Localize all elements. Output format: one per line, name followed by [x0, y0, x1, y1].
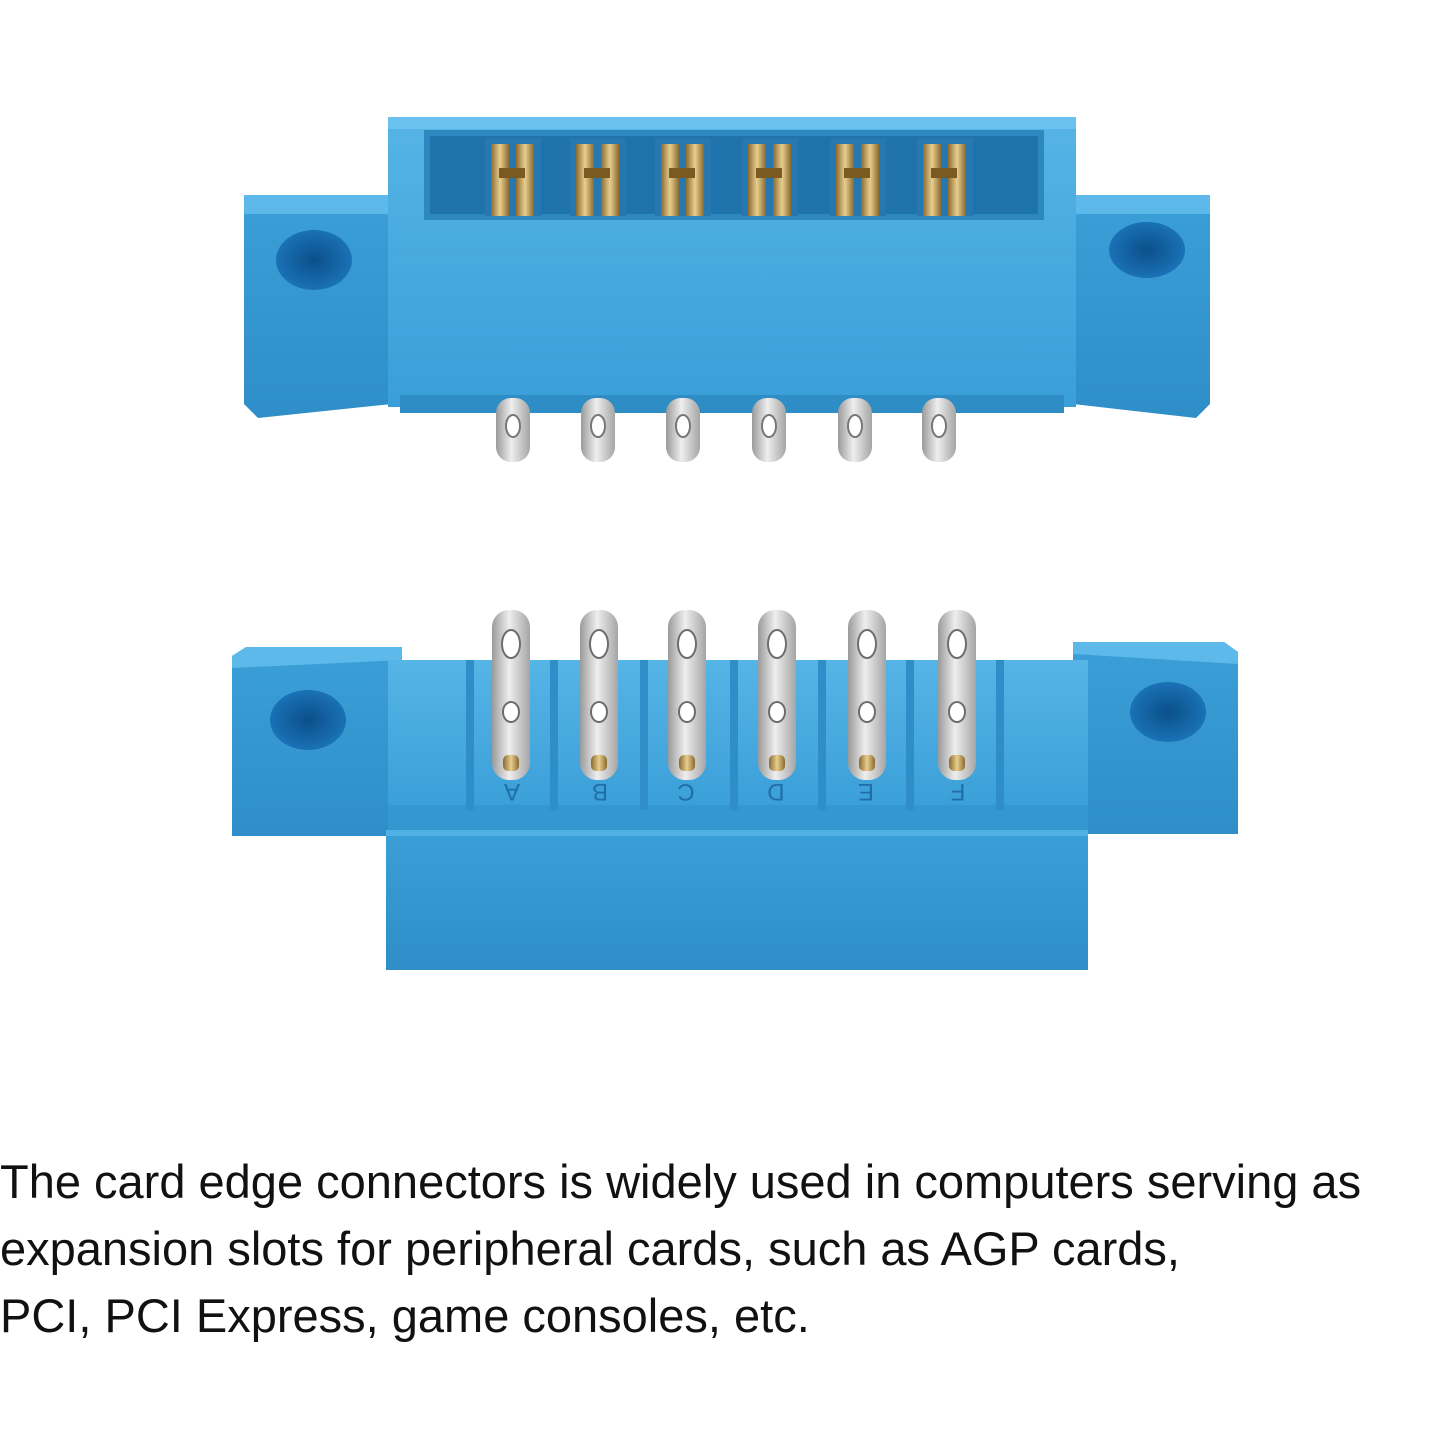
solder-tails [496, 398, 956, 462]
mounting-hole-icon [1109, 222, 1185, 278]
position-letter: E [858, 778, 874, 805]
position-letter: C [677, 778, 694, 805]
caption-line: The card edge connectors is widely used … [0, 1155, 1362, 1208]
mounting-hole-icon [1130, 682, 1206, 742]
left-flange [244, 195, 392, 418]
bottom-housing-base [386, 830, 1088, 970]
position-letter: D [767, 778, 784, 805]
position-letter: F [951, 778, 966, 805]
caption-line: PCI, PCI Express, game consoles, etc. [0, 1289, 810, 1342]
top-connector [244, 117, 1210, 462]
bottom-connector: A B C D E F [232, 610, 1238, 970]
product-photo: A B C D E F [232, 117, 1238, 970]
mounting-hole-icon [276, 230, 352, 290]
caption-line: expansion slots for peripheral cards, su… [0, 1222, 1180, 1275]
position-letter: B [592, 778, 608, 805]
gold-contacts [485, 138, 973, 216]
solder-tails [492, 610, 976, 780]
product-caption: The card edge connectors is widely used … [0, 1148, 1446, 1349]
mounting-hole-icon [270, 690, 346, 750]
position-letter: A [504, 778, 520, 805]
